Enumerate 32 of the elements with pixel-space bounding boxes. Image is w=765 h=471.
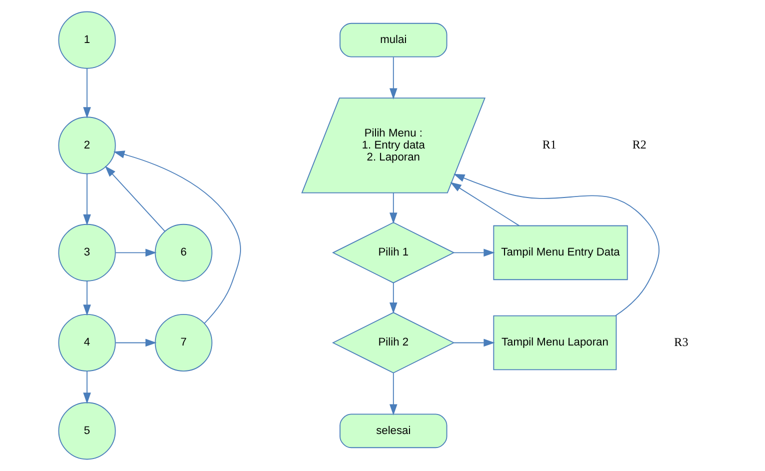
arrow xyxy=(113,150,241,324)
node-circle: 3 xyxy=(58,224,116,282)
arrow xyxy=(83,370,91,404)
label: R1 xyxy=(542,138,556,152)
node-box: selesai xyxy=(340,414,448,448)
node-circle: 7 xyxy=(154,314,212,372)
arrow xyxy=(390,372,398,416)
arrow xyxy=(453,248,495,257)
arrow xyxy=(115,338,157,347)
arrow xyxy=(454,338,495,347)
node-circle: 6 xyxy=(154,224,212,282)
arrow xyxy=(390,56,398,100)
node-circle: 4 xyxy=(58,314,116,372)
label: R2 xyxy=(632,138,646,152)
node-box: mulai xyxy=(340,22,448,58)
arrow xyxy=(104,166,166,232)
node-box: Tampil Menu Laporan xyxy=(493,315,617,370)
arrow xyxy=(454,174,660,316)
node-circle: 1 xyxy=(58,11,116,69)
arrow xyxy=(83,280,91,316)
label: R3 xyxy=(674,334,688,349)
node-box: Tampil Menu Entry Data xyxy=(493,225,628,280)
arrow xyxy=(390,192,398,224)
node-circle: 5 xyxy=(58,402,116,460)
arrow xyxy=(83,173,91,226)
node-diamond: Pilih 1 xyxy=(332,222,455,284)
arrow xyxy=(450,182,520,226)
node-circle: 2 xyxy=(58,116,116,174)
arrow xyxy=(115,248,157,257)
node-diamond: Pilih 2 xyxy=(332,312,455,374)
arrow xyxy=(83,68,91,118)
arrow xyxy=(390,282,398,314)
